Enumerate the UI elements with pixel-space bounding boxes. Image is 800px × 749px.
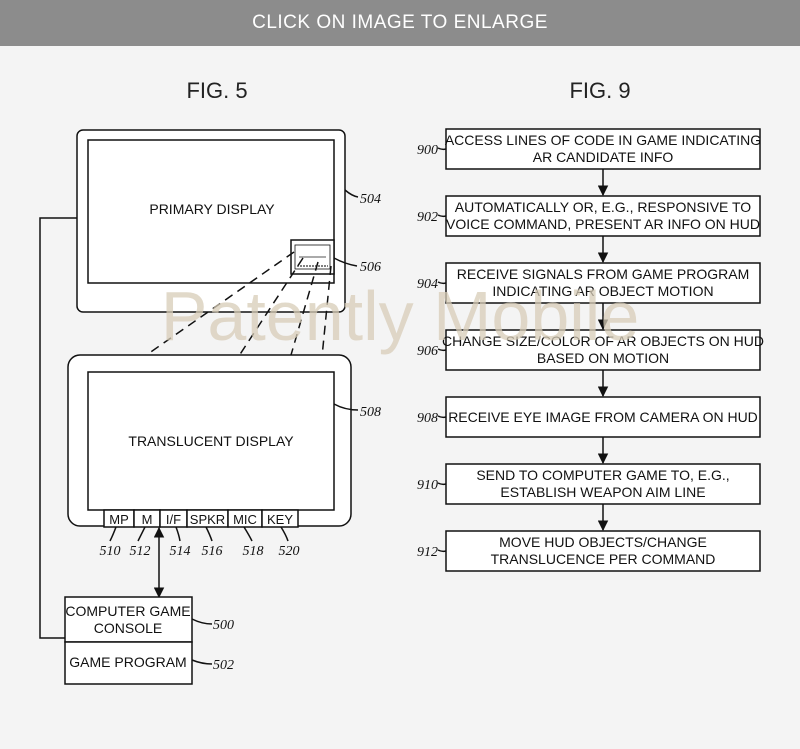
console-primary-display-wire [39,217,77,639]
component-label-spkr: SPKR [190,512,225,527]
flow-step-text: BASED ON MOTION [537,350,669,366]
component-leader-m [137,526,146,542]
flow-step-text: AR CANDIDATE INFO [533,149,674,165]
component-leader-key [280,526,289,542]
translucent-display-ref: 508 [360,405,381,420]
flow-step-leader [437,549,447,553]
game-program-box [64,641,193,685]
component-ref-mic: 518 [243,544,264,559]
projection-line-2 [217,257,304,389]
flow-step-leader [437,415,447,419]
component-label-mp: MP [109,512,129,527]
flow-step-text: RECEIVE EYE IMAGE FROM CAMERA ON HUD [448,409,758,425]
flow-step-leader [437,482,447,486]
banner-text: CLICK ON IMAGE TO ENLARGE [252,12,548,33]
component-label-key: KEY [267,512,293,527]
translucent-display-screen [87,371,335,511]
flow-step-leader [437,281,447,285]
component-strip: MP M I/F SPKR MIC KEY 510 512 514 516 51… [100,509,300,559]
game-program-ref: 502 [213,658,234,673]
flow-step-leader [437,214,447,218]
primary-display-ref: 504 [360,192,381,207]
fig5-title: FIG. 5 [186,78,247,103]
console-label-line1: COMPUTER GAME [65,603,190,619]
console-label-line2: CONSOLE [94,620,162,636]
flow-step-text: CHANGE SIZE/COLOR OF AR OBJECTS ON HUD [442,333,764,349]
watermark-text: Patently Mobile [161,277,640,355]
translucent-display-leader [333,403,359,411]
flow-step-ref: 900 [417,143,438,158]
flow-step-box [445,262,761,304]
flow-step-ref: 910 [417,478,438,493]
flow-step-text: ESTABLISH WEAPON AIM LINE [500,484,705,500]
flow-step-text: MOVE HUD OBJECTS/CHANGE [499,534,707,550]
primary-display-label: PRIMARY DISPLAY [149,201,275,217]
flow-step-ref: 906 [417,344,438,359]
flow-step-text: RECEIVE SIGNALS FROM GAME PROGRAM [457,266,750,282]
component-label-mic: MIC [233,512,257,527]
game-program-leader [191,659,213,665]
translucent-display-label: TRANSLUCENT DISPLAY [128,433,294,449]
flow-step-text: SEND TO COMPUTER GAME TO, E.G., [476,467,729,483]
enlarge-image-banner[interactable]: CLICK ON IMAGE TO ENLARGE [0,0,800,46]
flow-step-text: AUTOMATICALLY OR, E.G., RESPONSIVE TO [455,199,752,215]
console-ref: 500 [213,618,234,633]
component-leader-mp [109,526,117,542]
flow-step-text: ACCESS LINES OF CODE IN GAME INDICATING [445,132,761,148]
flowchart-steps: ACCESS LINES OF CODE IN GAME INDICATINGA… [417,128,764,572]
console-leader [191,618,213,625]
flow-step-ref: 902 [417,210,438,225]
flow-step-box [445,195,761,237]
flow-step-leader [437,147,447,151]
flow-step-ref: 912 [417,545,438,560]
flow-step-ref: 908 [417,411,438,426]
component-label-m: M [142,512,153,527]
component-leader-mic [243,526,253,542]
component-leader-if [175,526,181,542]
component-ref-key: 520 [279,544,300,559]
thumbnail-ref: 506 [360,260,381,275]
component-ref-m: 512 [130,544,151,559]
flow-step-text: TRANSLUCENCE PER COMMAND [491,551,716,567]
component-ref-spkr: 516 [202,544,223,559]
flow-step-text: VOICE COMMAND, PRESENT AR INFO ON HUD [446,216,760,232]
thumbnail-leader [333,257,358,267]
component-ref-if: 514 [170,544,191,559]
component-leader-spkr [205,526,213,542]
flow-step-box [445,530,761,572]
fig5-diagram: FIG. 5 PRIMARY DISPLAY 504 506 TRANSLUCE… [39,78,381,685]
fig9-flowchart: FIG. 9 ACCESS LINES OF CODE IN GAME INDI… [417,78,764,572]
component-label-if: I/F [166,512,181,527]
game-program-label: GAME PROGRAM [69,654,186,670]
flow-step-box [445,463,761,505]
component-ref-mp: 510 [100,544,121,559]
flow-step-leader [437,348,447,352]
flow-step-text: INDICATING AR OBJECT MOTION [492,283,713,299]
component-box-key [261,509,299,528]
primary-display-leader [344,189,359,198]
fig9-title: FIG. 9 [569,78,630,103]
flow-step-ref: 904 [417,277,438,292]
